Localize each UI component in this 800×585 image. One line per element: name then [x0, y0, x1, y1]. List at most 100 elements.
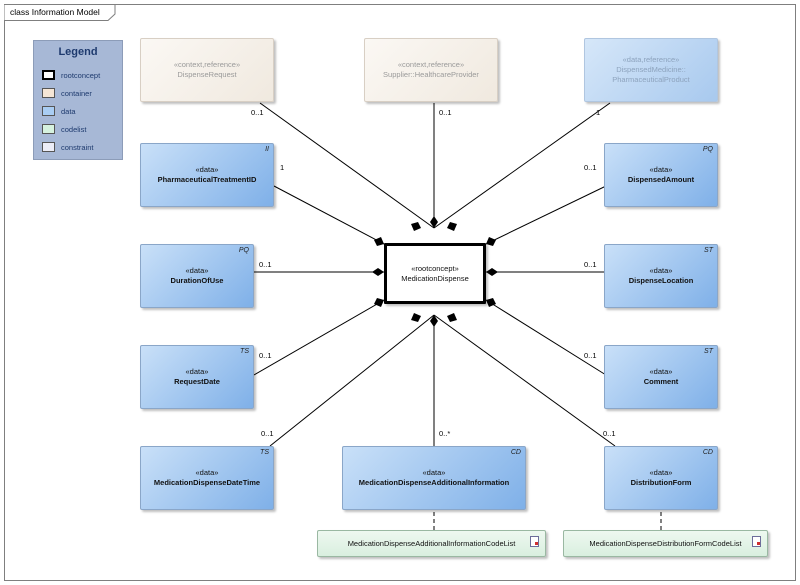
composition-diamond [486, 237, 496, 246]
multiplicity-label: 0..1 [259, 351, 272, 360]
composition-diamond [486, 268, 498, 276]
node-stereotype: «data» [185, 266, 209, 275]
node-medication-dispense-datetime[interactable]: TS «data» MedicationDispenseDateTime [140, 446, 274, 510]
composition-diamond [486, 298, 496, 307]
legend-item-container: container [42, 87, 92, 99]
node-name-line2: PharmaceuticalProduct [612, 75, 690, 84]
node-distribution-form-codelist[interactable]: MedicationDispenseDistributionFormCodeLi… [563, 530, 768, 557]
edge-pharmaceutical-product[interactable] [433, 102, 611, 229]
composition-diamond [447, 222, 457, 231]
edge-pharmaceutical-treatment-id[interactable] [273, 185, 385, 245]
node-name: DurationOfUse [170, 276, 224, 285]
node-stereotype: «data» [195, 468, 219, 477]
edge-dispensed-amount[interactable] [485, 185, 607, 245]
composition-diamond [374, 237, 384, 246]
node-name: DispenseRequest [177, 70, 237, 79]
multiplicity-label: 0..1 [259, 260, 272, 269]
multiplicity-label: 0..1 [584, 351, 597, 360]
node-stereotype: «rootconcept» [411, 263, 459, 273]
composition-diamond [447, 313, 457, 322]
node-name: MedicationDispenseDateTime [153, 478, 261, 487]
legend-item-data: data [42, 105, 76, 117]
node-stereotype: «data,reference» [622, 55, 680, 64]
node-datatype: ST [704, 348, 713, 355]
node-request-date[interactable]: TS «data» RequestDate [140, 345, 254, 409]
node-stereotype: «context,reference» [397, 60, 465, 69]
node-pharmaceutical-product[interactable]: «data,reference» DispensedMedicine:: Pha… [584, 38, 718, 102]
node-name: DispensedAmount [627, 175, 695, 184]
node-stereotype: «context,reference» [173, 60, 241, 69]
legend-label: constraint [61, 142, 94, 152]
frame-title: class Information Model [10, 7, 100, 17]
legend-label: data [61, 106, 76, 116]
legend-label: rootconcept [61, 70, 101, 80]
frame-title-tab: class Information Model [4, 4, 116, 21]
edge-medication-dispense-datetime[interactable] [269, 314, 435, 447]
node-duration-of-use[interactable]: PQ «data» DurationOfUse [140, 244, 254, 308]
node-medication-dispense[interactable]: «rootconcept» MedicationDispense [384, 243, 486, 304]
node-additional-information-codelist[interactable]: MedicationDispenseAdditionalInformationC… [317, 530, 546, 557]
composition-diamond [374, 298, 384, 307]
node-pharmaceutical-treatment-id[interactable]: II «data» PharmaceuticalTreatmentID [140, 143, 274, 207]
codelist-document-icon [530, 536, 539, 547]
node-dispensed-amount[interactable]: PQ «data» DispensedAmount [604, 143, 718, 207]
multiplicity-label: 0..1 [439, 108, 452, 117]
node-datatype: CD [702, 449, 713, 456]
legend-swatch-container [42, 88, 55, 98]
legend-label: codelist [61, 124, 87, 134]
node-stereotype: «data» [649, 165, 673, 174]
node-stereotype: «data» [422, 468, 446, 477]
diagram-frame [4, 4, 796, 581]
node-datatype: ST [704, 247, 713, 254]
legend-item-codelist: codelist [42, 123, 86, 135]
legend-title: Legend [58, 46, 98, 58]
node-stereotype: «data» [185, 367, 209, 376]
node-stereotype: «data» [195, 165, 219, 174]
node-name: DistributionForm [630, 478, 692, 487]
frame-tab-outline [4, 4, 116, 21]
node-name: Comment [643, 377, 679, 386]
node-name: MedicationDispenseDistributionFormCodeLi… [589, 538, 742, 548]
multiplicity-label: 0..1 [584, 163, 597, 172]
node-additional-information[interactable]: CD «data» MedicationDispenseAdditionalIn… [342, 446, 526, 510]
node-healthcare-provider[interactable]: «context,reference» Supplier::Healthcare… [364, 38, 498, 102]
multiplicity-label: 1 [280, 163, 285, 172]
composition-diamond [430, 216, 438, 228]
node-datatype: PQ [238, 247, 249, 254]
node-name: MedicationDispense [401, 273, 469, 283]
multiplicity-label: 0..* [439, 429, 451, 438]
legend-item-rootconcept: rootconcept [42, 69, 100, 81]
node-name: PharmaceuticalTreatmentID [157, 175, 257, 184]
node-datatype: PQ [702, 146, 713, 153]
edge-dispense-request[interactable] [259, 102, 435, 229]
node-name: MedicationDispenseAdditionalInformation [358, 478, 510, 487]
node-distribution-form[interactable]: CD «data» DistributionForm [604, 446, 718, 510]
edge-request-date[interactable] [253, 299, 385, 376]
node-stereotype: «data» [649, 468, 673, 477]
node-name: DispenseLocation [628, 276, 694, 285]
node-comment[interactable]: ST «data» Comment [604, 345, 718, 409]
legend-swatch-constraint [42, 142, 55, 152]
node-datatype: TS [240, 348, 249, 355]
composition-diamond [372, 268, 384, 276]
edge-comment[interactable] [485, 299, 607, 376]
composition-diamond [411, 313, 421, 322]
legend-swatch-data [42, 106, 55, 116]
node-name: DispensedMedicine:: [616, 65, 686, 74]
composition-diamond [430, 315, 438, 327]
node-name: Supplier::HealthcareProvider [383, 70, 479, 79]
edge-distribution-form[interactable] [433, 314, 616, 447]
node-name: RequestDate [174, 377, 220, 386]
node-datatype: CD [510, 449, 521, 456]
node-dispense-location[interactable]: ST «data» DispenseLocation [604, 244, 718, 308]
multiplicity-label: 0..1 [251, 108, 264, 117]
legend-item-constraint: constraint [42, 141, 94, 153]
multiplicity-label: 0..1 [584, 260, 597, 269]
node-dispense-request[interactable]: «context,reference» DispenseRequest [140, 38, 274, 102]
node-stereotype: «data» [649, 367, 673, 376]
legend-swatch-rootconcept [42, 70, 55, 80]
node-datatype: TS [260, 449, 269, 456]
legend-panel: Legend rootconcept container data codeli… [33, 40, 123, 160]
multiplicity-label: 1 [596, 108, 601, 117]
